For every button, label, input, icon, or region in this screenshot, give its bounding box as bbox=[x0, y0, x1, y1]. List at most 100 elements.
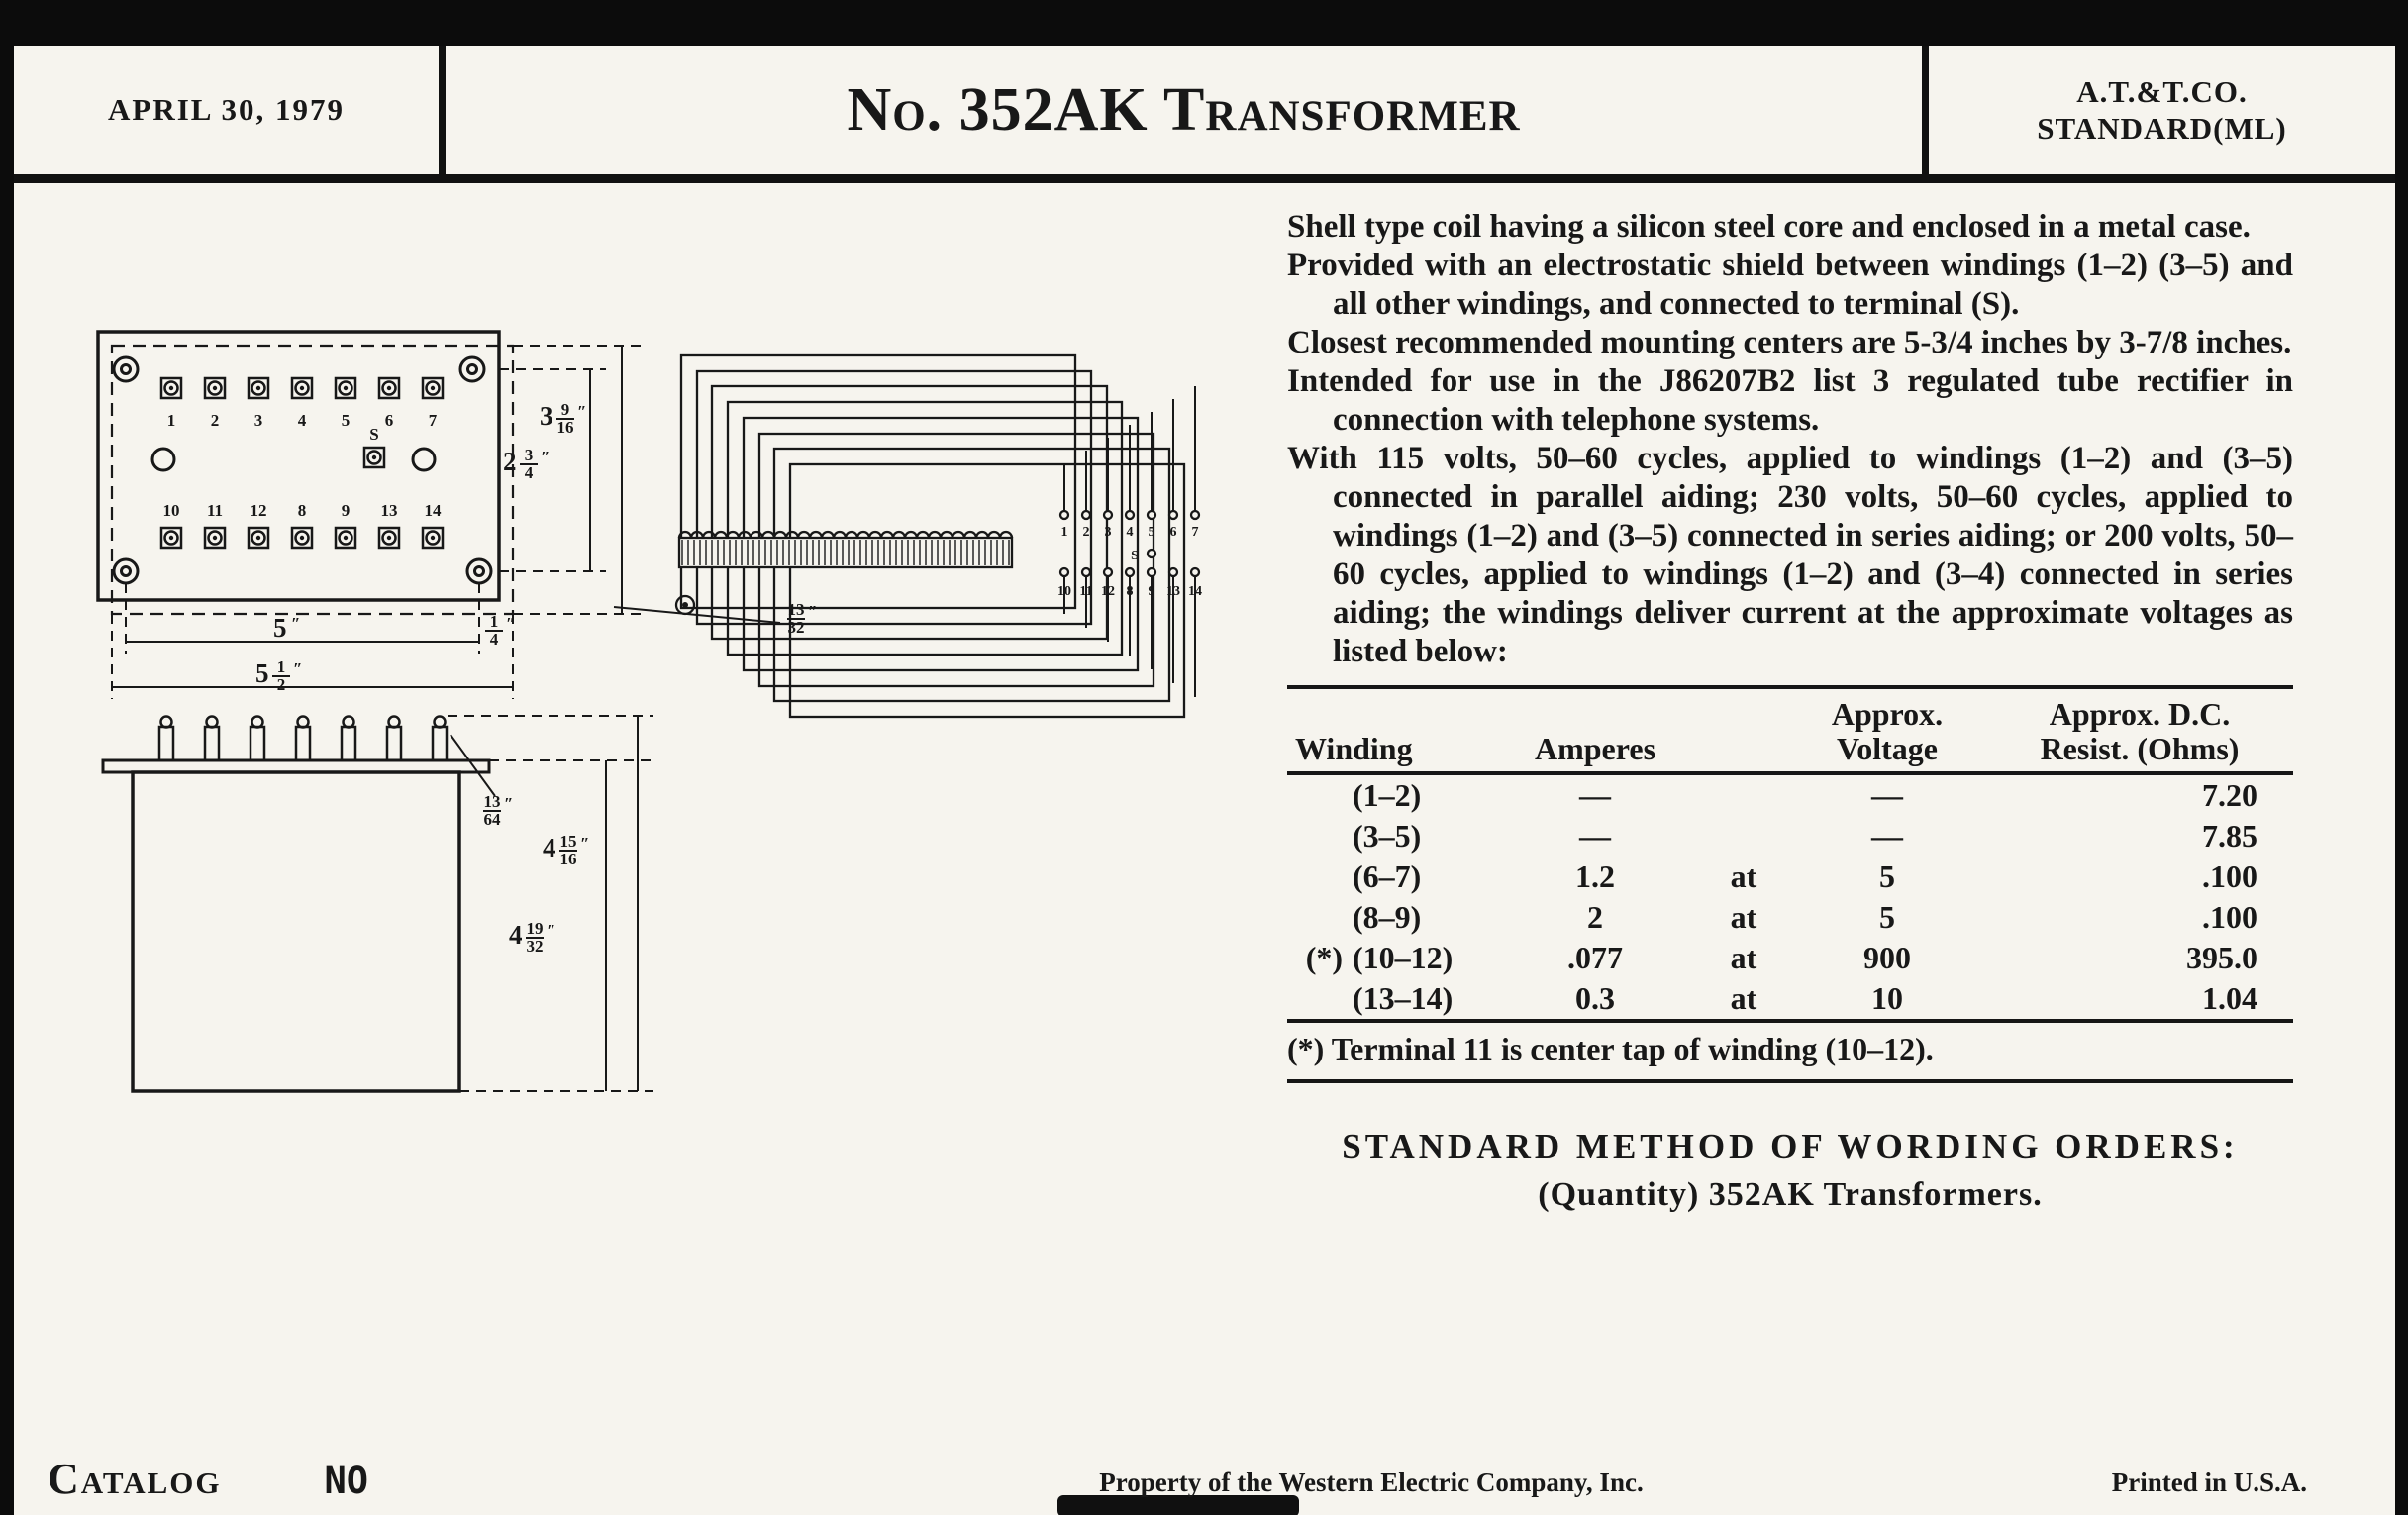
svg-text:6: 6 bbox=[385, 411, 394, 430]
svg-text:″: ″ bbox=[808, 602, 817, 621]
svg-text:4: 4 bbox=[298, 411, 307, 430]
catalog-line: Catalog NO bbox=[48, 1454, 368, 1504]
svg-text:″: ″ bbox=[577, 402, 586, 421]
dim-hole-spacing-h: 5″ bbox=[273, 613, 300, 643]
orders-example: (Quantity) 352AK Transformers. bbox=[1538, 1176, 2043, 1213]
side-view-dimension-lines bbox=[448, 715, 653, 1092]
col-at bbox=[1699, 687, 1788, 775]
core-ground-symbol bbox=[674, 594, 696, 616]
mounting-plate bbox=[101, 758, 491, 774]
svg-text:16: 16 bbox=[557, 418, 574, 437]
svg-text:3: 3 bbox=[540, 401, 553, 431]
svg-text:9: 9 bbox=[1149, 584, 1155, 599]
ordering-instructions: STANDARD METHOD OF WORDING ORDERS: (Quan… bbox=[1287, 1127, 2293, 1214]
svg-text:14: 14 bbox=[425, 501, 443, 520]
col-winding: Winding bbox=[1287, 687, 1491, 775]
header-rule bbox=[14, 174, 2395, 183]
scan-border-left bbox=[0, 0, 14, 1515]
table-footnote: (*) Terminal 11 is center tap of winding… bbox=[1287, 1023, 2293, 1083]
description-paragraph: Shell type coil having a silicon steel c… bbox=[1287, 209, 2251, 245]
svg-text:4: 4 bbox=[543, 833, 556, 862]
svg-text:14: 14 bbox=[1188, 584, 1202, 599]
description-paragraph: Closest recommended mounting centers are… bbox=[1287, 325, 2292, 360]
svg-text:15: 15 bbox=[560, 832, 577, 851]
header-date: APRIL 30, 1979 bbox=[14, 46, 446, 174]
svg-text:9: 9 bbox=[561, 400, 570, 419]
dim-edge-offset: 14″ bbox=[485, 612, 515, 649]
header-org: A.T.&T.CO. STANDARD(ML) bbox=[1922, 46, 2395, 174]
svg-text:5: 5 bbox=[342, 411, 351, 430]
orders-heading: STANDARD METHOD OF WORDING ORDERS: bbox=[1342, 1127, 2239, 1165]
svg-text:″: ″ bbox=[580, 834, 589, 853]
svg-text:1: 1 bbox=[1061, 525, 1068, 540]
svg-text:2: 2 bbox=[211, 411, 220, 430]
svg-text:10: 10 bbox=[1057, 584, 1071, 599]
table-row: (1–2)——7.20 bbox=[1353, 777, 2258, 813]
table-header: Winding Amperes Approx. Voltage Approx. … bbox=[1287, 687, 2293, 775]
svg-text:6: 6 bbox=[1170, 525, 1177, 540]
svg-text:S: S bbox=[369, 425, 378, 444]
case-outline bbox=[96, 330, 501, 602]
svg-text:12: 12 bbox=[251, 501, 267, 520]
svg-text:10: 10 bbox=[163, 501, 180, 520]
page-title: No. 352AK Transformer bbox=[847, 75, 1521, 144]
pilot-hole-left bbox=[150, 447, 176, 472]
svg-text:1: 1 bbox=[490, 612, 499, 631]
schematic-terminals-bottom bbox=[1058, 566, 1201, 578]
shield-terminal-label: S bbox=[369, 425, 378, 444]
svg-text:1: 1 bbox=[277, 657, 286, 676]
svg-text:32: 32 bbox=[527, 937, 544, 956]
description-paragraph: Provided with an electrostatic shield be… bbox=[1287, 248, 2293, 322]
description-column: Shell type coil having a silicon steel c… bbox=[1287, 208, 2293, 1214]
svg-text:″: ″ bbox=[291, 614, 300, 633]
svg-text:2: 2 bbox=[1083, 525, 1090, 540]
svg-text:5: 5 bbox=[255, 658, 269, 688]
svg-text:19: 19 bbox=[527, 919, 544, 938]
catalog-value: NO bbox=[324, 1460, 369, 1502]
svg-text:5: 5 bbox=[1149, 525, 1155, 540]
coil-turns bbox=[677, 530, 1014, 539]
svg-text:1: 1 bbox=[167, 411, 176, 430]
coil-body bbox=[677, 536, 1014, 569]
shield-terminal-screw bbox=[362, 446, 386, 469]
printed-notice: Printed in U.S.A. bbox=[2111, 1467, 2307, 1497]
col-voltage: Approx. Voltage bbox=[1788, 687, 1986, 775]
svg-text:2: 2 bbox=[277, 675, 286, 694]
mounting-holes bbox=[112, 355, 493, 585]
svg-text:11: 11 bbox=[1079, 584, 1092, 599]
col-resistance: Approx. D.C. Resist. (Ohms) bbox=[1986, 687, 2293, 775]
schematic-shield-label: S bbox=[1131, 549, 1139, 563]
schematic-shield-terminal bbox=[1146, 548, 1157, 559]
description-paragraph: With 115 volts, 50–60 cycles, applied to… bbox=[1287, 441, 2293, 669]
winding-spec-table: Winding Amperes Approx. Voltage Approx. … bbox=[1287, 685, 2293, 1023]
svg-text:16: 16 bbox=[560, 850, 577, 868]
svg-text:3: 3 bbox=[525, 446, 534, 464]
svg-text:S: S bbox=[1131, 549, 1139, 563]
org-line-1: A.T.&T.CO. bbox=[2076, 74, 2248, 109]
description-paragraph: Intended for use in the J86207B2 list 3 … bbox=[1287, 363, 2293, 438]
svg-text:13: 13 bbox=[1166, 584, 1180, 599]
case-side-outline bbox=[131, 770, 461, 1093]
schematic-stubs bbox=[1063, 386, 1196, 697]
svg-text:11: 11 bbox=[207, 501, 223, 520]
description: Shell type coil having a silicon steel c… bbox=[1287, 208, 2293, 671]
svg-text:″: ″ bbox=[293, 659, 302, 678]
property-notice: Property of the Western Electric Company… bbox=[1099, 1467, 1644, 1497]
catalog-label: Catalog bbox=[48, 1455, 222, 1503]
svg-text:4: 4 bbox=[509, 920, 523, 950]
svg-text:13: 13 bbox=[788, 600, 805, 619]
